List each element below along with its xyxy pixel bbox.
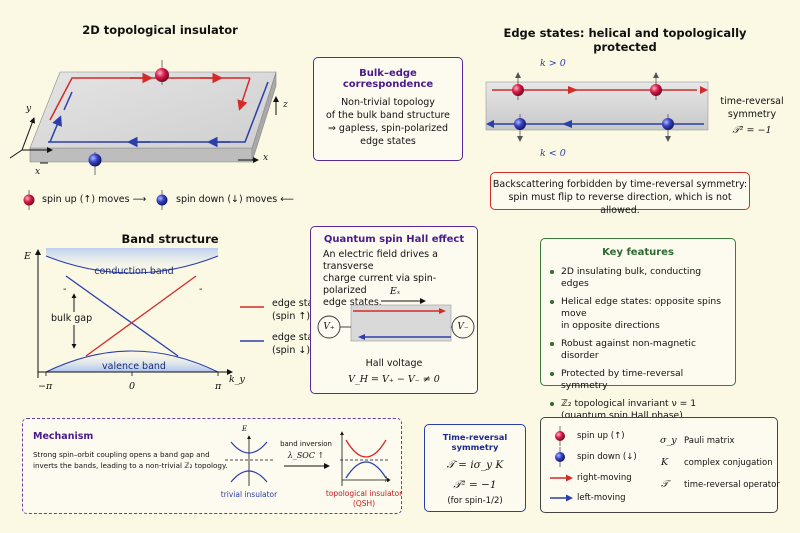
legend-left-arrow-icon bbox=[550, 494, 573, 502]
band-structure-plot bbox=[35, 248, 233, 378]
axis-x-label-left: x bbox=[35, 167, 41, 177]
key-features-title: Key features bbox=[602, 247, 674, 258]
legend-up-text: (spin ↑) bbox=[272, 311, 311, 322]
lambda-soc-label: λ_SOC ↑ bbox=[287, 451, 325, 460]
qshe-desc-line: charge current via spin-polarized bbox=[323, 273, 437, 296]
spin-down-legend-text: spin down (↓) moves ⟵ bbox=[176, 194, 294, 205]
legend-symbol-sigma: σ_y bbox=[660, 435, 677, 446]
band-inversion-arrow bbox=[284, 463, 330, 469]
efield-label: Eₓ bbox=[389, 286, 401, 297]
trs-box: Time-reversal symmetry 𝒯 = iσ_y K 𝒯² = −… bbox=[424, 424, 526, 512]
trs-label-line2: symmetry bbox=[727, 109, 777, 120]
legend-down-text: edge state bbox=[272, 332, 323, 343]
trs-box-title: Time-reversal symmetry bbox=[442, 432, 508, 452]
key-feature-item: 2D insulating bulk, conducting edges bbox=[549, 266, 729, 290]
edge-strip-diagram bbox=[485, 72, 709, 142]
legend-down-text: (spin ↓) bbox=[272, 345, 311, 356]
mechanism-desc-line: inverts the bands, leading to a non-triv… bbox=[33, 461, 228, 470]
tick-zero: 0 bbox=[129, 381, 136, 392]
bulk-edge-line: of the bulk band structure bbox=[325, 110, 451, 121]
axis-x-label-right: x bbox=[263, 153, 269, 163]
trivial-e-label: E bbox=[242, 425, 248, 433]
legend-box bbox=[540, 417, 778, 513]
legend-def-conjugation: complex conjugation bbox=[684, 458, 773, 468]
legend-spin-down-icon bbox=[555, 447, 565, 467]
trs-box-note: (for spin-1/2) bbox=[447, 496, 503, 506]
vminus-label: V₋ bbox=[457, 322, 469, 332]
key-feature-item: Protected by time-reversal symmetry bbox=[549, 368, 729, 392]
backscatter-note-box: Backscattering forbidden by time-reversa… bbox=[490, 172, 750, 216]
spin-down-ball-icon bbox=[156, 190, 168, 210]
ky-axis-label: k_y bbox=[229, 374, 245, 385]
trs-box-eq1: 𝒯 = iσ_y K bbox=[446, 459, 504, 471]
edge-states-title: Edge states: helical and topologically p… bbox=[503, 26, 747, 54]
trivial-band-diagram bbox=[225, 435, 273, 486]
bulk-edge-line: ⇒ gapless, spin-polarized bbox=[327, 123, 449, 134]
valence-band-label: valence band bbox=[102, 361, 166, 372]
bulk-edge-line: Non-trivial topology bbox=[341, 97, 435, 108]
legend-right-text: right-moving bbox=[577, 473, 632, 483]
qshe-desc-line: An electric field drives a transverse bbox=[323, 249, 438, 272]
mechanism-box: Mechanism Strong spin–orbit coupling ope… bbox=[22, 418, 402, 514]
trivial-insulator-label: trivial insulator bbox=[220, 490, 278, 499]
legend-up-text: edge state bbox=[272, 298, 323, 309]
legend-down-line bbox=[240, 340, 264, 342]
topological-insulator-label: topological insulator bbox=[325, 489, 403, 498]
band-inversion-label: band inversion bbox=[280, 440, 332, 448]
legend-left-text: left-moving bbox=[577, 493, 626, 503]
legend-symbol-t: 𝒯 bbox=[661, 479, 669, 490]
band-structure-title: Band structure bbox=[121, 232, 219, 246]
spin-up-ball-icon bbox=[23, 190, 35, 210]
topo-panel-title: 2D topological insulator bbox=[82, 23, 238, 37]
tick-pi: π bbox=[215, 381, 222, 392]
trs-equation: 𝒯² = −1 bbox=[732, 125, 772, 136]
legend-spin-up-icon bbox=[555, 426, 565, 446]
axis-y-label: y bbox=[26, 104, 32, 114]
axis-z-label: z bbox=[283, 100, 288, 110]
bulk-edge-box: Bulk–edge correspondence Non-trivial top… bbox=[313, 57, 463, 161]
conduction-band-label: conduction band bbox=[94, 266, 174, 277]
mechanism-desc-line: Strong spin–orbit coupling opens a band … bbox=[33, 450, 210, 459]
trs-label-line1: time-reversal bbox=[720, 96, 784, 107]
legend-def-trs: time-reversal operator bbox=[684, 480, 780, 490]
topo-slab-diagram bbox=[9, 60, 279, 175]
legend-right-arrow-icon bbox=[550, 474, 573, 482]
vplus-label: V₊ bbox=[323, 322, 335, 332]
legend-spin-up-text: spin up (↑) bbox=[577, 431, 625, 441]
legend-def-pauli: Pauli matrix bbox=[684, 436, 735, 446]
gap-dash-right: - bbox=[199, 284, 203, 295]
mechanism-title: Mechanism bbox=[33, 431, 94, 442]
legend-up-line bbox=[240, 306, 264, 308]
tick-minus-pi: −π bbox=[38, 381, 53, 392]
key-feature-item: Robust against non-magnetic disorder bbox=[549, 338, 729, 362]
hall-voltage-label: Hall voltage bbox=[365, 358, 423, 369]
spin-up-legend-text: spin up (↑) moves ⟶ bbox=[42, 194, 147, 205]
bulk-gap-label: bulk gap bbox=[51, 312, 93, 325]
key-features-box: Key features 2D insulating bulk, conduct… bbox=[540, 238, 736, 421]
topological-band-diagram bbox=[340, 431, 391, 486]
legend-symbol-k: K bbox=[661, 457, 669, 468]
qshe-title: Quantum spin Hall effect bbox=[323, 234, 465, 245]
qshe-device-diagram bbox=[317, 298, 475, 342]
backscatter-note-line: spin must flip to reverse direction, whi… bbox=[508, 192, 732, 216]
bulk-edge-line: edge states bbox=[360, 136, 416, 147]
k-negative-label: k < 0 bbox=[540, 148, 566, 159]
trs-box-eq2: 𝒯² = −1 bbox=[453, 479, 497, 491]
key-feature-item: Helical edge states: opposite spins move… bbox=[549, 296, 729, 332]
topo-k-label: k bbox=[385, 476, 390, 484]
hall-voltage-equation: V_H = V₊ − V₋ ≠ 0 bbox=[348, 374, 440, 385]
energy-axis-label: E bbox=[24, 251, 31, 262]
backscatter-note-line: Backscattering forbidden by time-reversa… bbox=[492, 179, 748, 190]
key-feature-item: ℤ₂ topological invariant ν = 1(quantum s… bbox=[549, 398, 729, 422]
topological-insulator-sublabel: (QSH) bbox=[352, 499, 376, 508]
k-positive-label: k > 0 bbox=[540, 58, 566, 69]
gap-dash-left: - bbox=[63, 284, 67, 295]
bulk-edge-title: Bulk–edge correspondence bbox=[342, 68, 434, 90]
legend-spin-down-text: spin down (↓) bbox=[577, 452, 637, 462]
qshe-desc-line: edge states. bbox=[323, 297, 382, 308]
